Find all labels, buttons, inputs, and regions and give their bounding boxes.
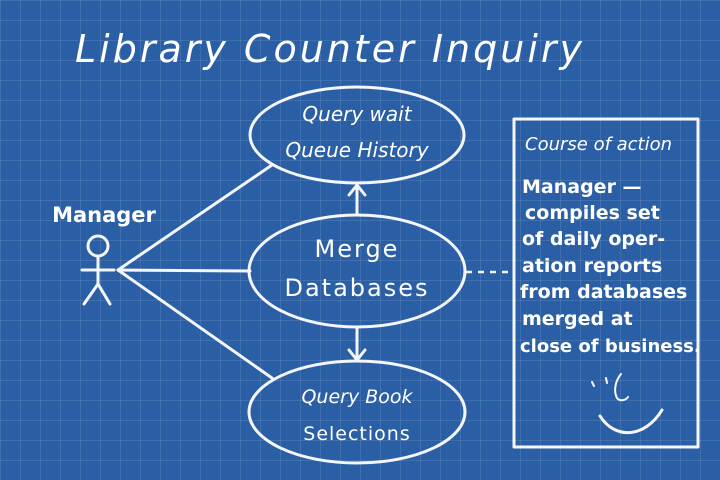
stick-figure-icon: [80, 234, 116, 306]
note-line-6: merged at: [522, 308, 633, 330]
use-case-merge-databases[interactable]: Merge Databases: [247, 213, 467, 329]
use-case-query-book-line-1: Query Book: [301, 386, 413, 408]
smiley-doodle-icon: [591, 373, 664, 434]
note-line-5: from databases: [520, 281, 687, 303]
note-line-2: compiles set: [525, 202, 660, 224]
use-case-merge-line-2: Databases: [284, 274, 429, 302]
use-case-query-book-line-2: Selections: [303, 423, 410, 445]
use-case-query-wait-line-2: Queue History: [285, 138, 429, 162]
include-arrow-up: [347, 183, 367, 217]
note-line-7: close of business.: [520, 336, 701, 357]
course-of-action-note: Course of action Manager — compiles set …: [512, 117, 701, 449]
use-case-query-wait-line-1: Query wait: [302, 102, 412, 126]
actor-label: Manager: [52, 203, 156, 227]
note-line-1: Manager —: [522, 176, 642, 198]
include-arrow-down: [347, 325, 367, 362]
use-case-query-book[interactable]: Query Book Selections: [247, 359, 467, 465]
note-line-3: of daily oper-: [522, 228, 665, 250]
use-case-query-wait[interactable]: Query wait Queue History: [248, 85, 466, 185]
note-line-4: ation reports: [522, 255, 662, 277]
diagram-title: Library Counter Inquiry: [75, 27, 585, 71]
note-heading: Course of action: [525, 134, 672, 155]
association-lines: [116, 163, 274, 380]
use-case-merge-line-1: Merge: [315, 235, 400, 263]
